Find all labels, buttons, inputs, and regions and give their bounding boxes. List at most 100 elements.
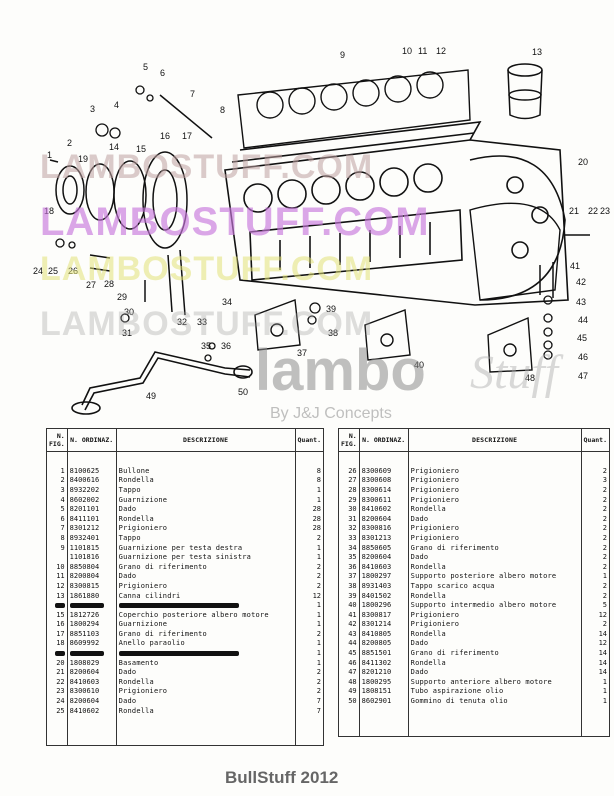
cell-qty: 2 [580, 533, 611, 543]
main-bearing-supports [254, 299, 533, 373]
cell-ord: 8301214 [358, 619, 409, 630]
cell-desc: Guarnizione [115, 494, 296, 505]
cell-qty: 12 [580, 609, 611, 620]
oil-pickup-tube [71, 351, 253, 415]
cell-fig: 47 [338, 667, 360, 678]
svg-text:28: 28 [104, 279, 114, 289]
table-header-row: N. FIG. N. ORDINAZ. DESCRIZIONE Quant. [338, 428, 611, 452]
cell-ord [66, 600, 117, 610]
cell-desc: Gommino di tenuta olio [407, 696, 582, 737]
table-row: 1 [46, 600, 325, 610]
cell-fig: 27 [338, 475, 360, 486]
cell-fig: 25 [46, 705, 68, 747]
cell-fig: 12 [46, 581, 68, 591]
cell-desc [115, 600, 296, 610]
cell-ord: 8609992 [66, 638, 117, 649]
svg-text:47: 47 [578, 371, 588, 381]
header-desc: DESCRIZIONE [407, 428, 582, 452]
header-qty: Quant. [580, 428, 611, 452]
cell-qty: 7 [294, 705, 325, 747]
cell-ord: 1800296 [358, 600, 409, 610]
svg-text:18: 18 [44, 206, 54, 216]
cell-ord: 8410805 [358, 629, 409, 639]
cell-ord: 8410603 [66, 677, 117, 687]
cell-qty: 1 [294, 609, 325, 620]
cell-desc: Supporto posteriore albero motore [407, 571, 582, 582]
head-gasket [237, 69, 471, 149]
cell-ord: 8410602 [66, 705, 117, 747]
cell-qty: 28 [294, 513, 325, 524]
cell-ord: 8300815 [66, 581, 117, 591]
cell-qty: 1 [580, 696, 611, 737]
cell-fig [46, 552, 68, 562]
cell-desc: Rondella [407, 657, 582, 668]
cell-qty: 2 [580, 552, 611, 562]
svg-text:3: 3 [90, 104, 95, 114]
cell-desc: Dado [407, 513, 582, 524]
cell-fig: 34 [338, 542, 360, 553]
cell-fig: 23 [46, 686, 68, 697]
svg-text:17: 17 [182, 131, 192, 141]
svg-text:26: 26 [68, 266, 78, 276]
cell-ord: 8300817 [358, 609, 409, 620]
cell-fig: 6 [46, 513, 68, 524]
svg-text:27: 27 [86, 280, 96, 290]
svg-text:33: 33 [197, 317, 207, 327]
cell-ord: 8850605 [358, 542, 409, 553]
footer-credit: BullStuff 2012 [225, 768, 339, 787]
cell-desc: Grano di riferimento [115, 629, 296, 639]
studs-and-bolts [49, 94, 590, 316]
cell-ord: 8932202 [66, 485, 117, 495]
svg-text:30: 30 [124, 307, 134, 317]
svg-text:9: 9 [340, 50, 345, 60]
cell-desc: Prigioniero [407, 451, 582, 476]
cell-desc: Prigioniero [407, 533, 582, 543]
cell-ord: 1808029 [66, 657, 117, 668]
cell-desc: Dado [407, 638, 582, 649]
rear-cover [55, 151, 188, 249]
cell-qty: 2 [294, 533, 325, 543]
svg-text:1: 1 [47, 150, 52, 160]
svg-text:40: 40 [414, 360, 424, 370]
cell-fig: 39 [338, 590, 360, 601]
cell-qty: 2 [294, 667, 325, 678]
cell-fig: 24 [46, 696, 68, 706]
cell-desc: Tappo [115, 485, 296, 495]
cell-ord: 1800294 [66, 619, 117, 630]
svg-text:4: 4 [114, 100, 119, 110]
svg-text:21: 21 [569, 206, 579, 216]
svg-text:22: 22 [588, 206, 598, 216]
cell-ord: 8931403 [358, 581, 409, 591]
header-qty: Quant. [294, 428, 325, 452]
redaction-mark [54, 650, 65, 656]
svg-text:6: 6 [160, 68, 165, 78]
cell-desc: Bullone [115, 451, 296, 476]
cell-ord: 8300816 [358, 523, 409, 534]
cell-qty: 2 [580, 451, 611, 476]
svg-text:10: 10 [402, 46, 412, 56]
cell-qty: 1 [294, 638, 325, 649]
cell-qty: 2 [580, 542, 611, 553]
svg-text:25: 25 [48, 266, 58, 276]
cell-ord: 8200604 [66, 667, 117, 678]
cell-qty: 2 [580, 504, 611, 514]
cell-fig: 18 [46, 638, 68, 649]
cell-desc: Supporto intermedio albero motore [407, 600, 582, 610]
cell-qty: 14 [580, 657, 611, 668]
cell-qty: 8 [294, 475, 325, 486]
cell-ord: 8300614 [358, 485, 409, 495]
cell-qty: 7 [294, 696, 325, 706]
